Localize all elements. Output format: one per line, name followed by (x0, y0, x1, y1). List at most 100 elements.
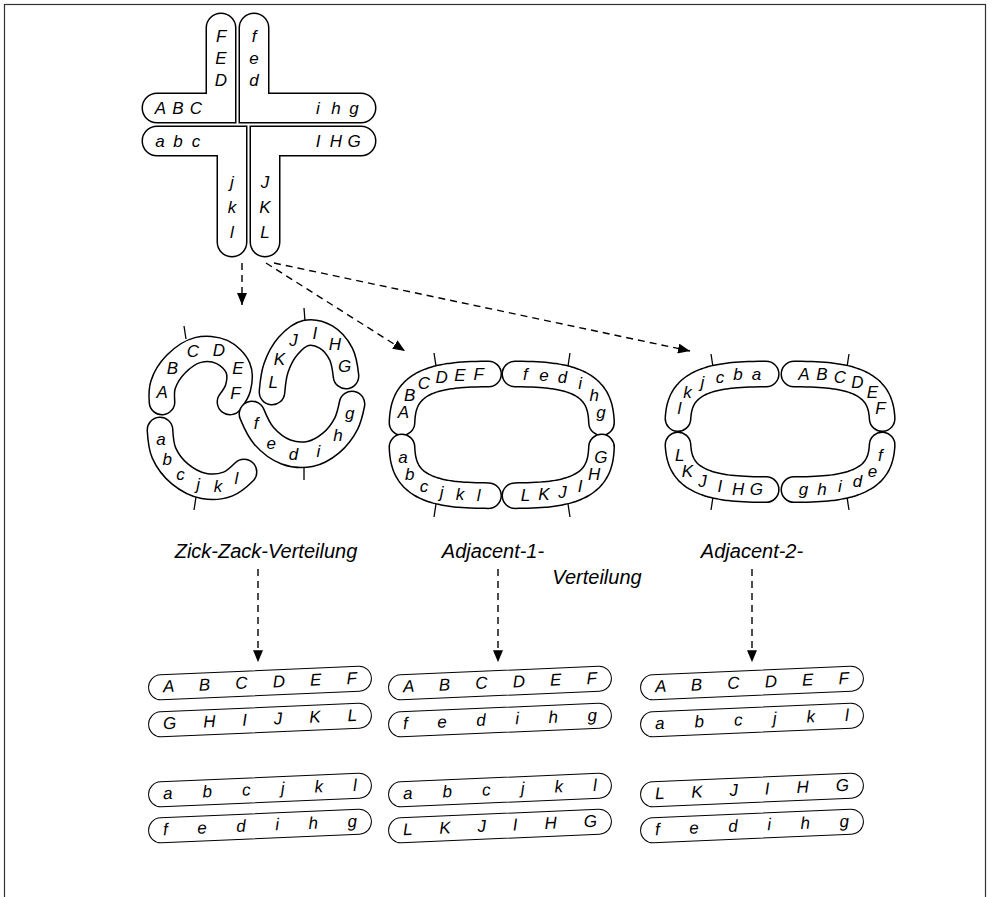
gene-letter: C (190, 99, 202, 118)
gene-letter: e (249, 49, 258, 68)
gene-sequence: A B C D E F (152, 340, 248, 360)
gene-letter: F (473, 365, 483, 384)
gene-letter: A (155, 99, 166, 118)
gene-sequence: L K J I H G (389, 810, 612, 842)
gene-letter: g (799, 480, 808, 499)
centromere-tick (184, 326, 186, 339)
gene-sequence: I H G (308, 130, 364, 150)
gamete-chromosome: G H I J K L (148, 702, 373, 738)
gene-letter: g (345, 404, 354, 423)
dashed-arrow (257, 569, 258, 662)
gene-sequence: l k j c b a (669, 363, 766, 383)
gene-letter: h (817, 480, 826, 499)
gene-letter: k (456, 485, 465, 504)
gene-letter: a (752, 365, 761, 384)
segregation-configuration: A B C D E Ff e d i h ga b c j k lL K J I… (384, 354, 620, 566)
chromosome-segment: a b cj k l (139, 123, 250, 260)
gene-letter: d (289, 445, 298, 464)
chromosome-segment: l k j c b a (662, 358, 782, 435)
gene-letter: c (420, 477, 429, 496)
gene-letter: b (405, 465, 414, 484)
gene-letter: l (477, 486, 481, 505)
chromosome-body (157, 141, 232, 242)
chromosome-body (402, 447, 488, 496)
gene-sequence: L K J I H G (641, 774, 864, 806)
dashed-arrow (751, 569, 752, 662)
gene-letter: F (230, 384, 240, 403)
gamete-chromosome: A B C D E F (388, 665, 613, 701)
gene-letter: h (590, 386, 599, 405)
gene-sequence: A B C D E F (389, 667, 612, 699)
configuration-label: Adjacent-2- (701, 540, 803, 563)
gene-letter: E (454, 366, 465, 385)
chromosome-outline (386, 431, 504, 512)
gene-letter: L (521, 486, 530, 505)
gene-letter: b (733, 365, 742, 384)
gene-letter: c (716, 368, 725, 387)
gene-sequence: j k l (222, 171, 242, 211)
gene-letter: C (187, 342, 199, 361)
gene-letter: j (701, 373, 705, 392)
gene-letter: g (596, 403, 605, 422)
chromosome-border (254, 28, 361, 108)
gene-letter: l (230, 223, 234, 242)
centromere-ticks (184, 308, 849, 517)
gene-letter: H (588, 465, 600, 484)
gene-letter: a (156, 430, 165, 449)
gamete-chromosome: A B C D E F (148, 665, 373, 701)
gene-letter: h (331, 99, 340, 118)
gene-letter: c (192, 132, 201, 151)
gene-sequence: f e d i h g (515, 363, 611, 383)
gene-sequence: J K L (255, 171, 275, 231)
gene-letter: L (269, 373, 278, 392)
centromere-tick (303, 467, 304, 480)
gene-letter: F (875, 399, 885, 418)
gene-letter: k (683, 383, 692, 402)
gene-sequence: L K J I H G (263, 322, 354, 342)
gene-letter: H (732, 480, 744, 499)
chromosome-segment: A B C D E F (778, 358, 898, 435)
chromosome-segment: A B C D E F (386, 358, 504, 439)
centromere-tick (434, 353, 436, 366)
gene-letter: i (316, 442, 320, 461)
gene-letter: b (162, 450, 171, 469)
gene-letter: I (718, 477, 723, 496)
gene-letter: f (523, 365, 528, 384)
gene-sequence: f e d i h g (389, 704, 612, 736)
centromere-tick (568, 504, 570, 517)
gene-letter: K (682, 462, 693, 481)
gene-sequence: a b c j k l (149, 774, 372, 806)
gene-letter: L (675, 446, 684, 465)
gene-letter: d (853, 472, 862, 491)
gene-letter: B (172, 99, 183, 118)
gene-letter: E (215, 49, 226, 68)
gene-letter: l (678, 399, 682, 418)
chromosome-segment: f e d i h g (236, 388, 368, 470)
gene-letter: G (338, 357, 351, 376)
gene-letter: J (289, 331, 298, 350)
gene-letter: j (196, 475, 200, 494)
chromosome-outline (778, 429, 898, 506)
gene-letter: I (313, 324, 318, 343)
gene-letter: J (698, 472, 707, 491)
gene-letter: F (216, 27, 226, 46)
gene-letter: L (260, 223, 269, 242)
dashed-arrow (241, 263, 242, 305)
gene-letter: K (538, 485, 549, 504)
chromosome-segment: L K J I H G (499, 431, 617, 512)
gene-letter: D (435, 368, 447, 387)
gene-sequence: a b c j k l (641, 704, 864, 736)
chromosome-segment: L K J I H G (662, 429, 782, 506)
gene-letter: I (316, 132, 321, 151)
gene-letter: H (329, 335, 341, 354)
gamete-chromosome: a b c j k l (640, 702, 865, 738)
gene-letter: H (330, 132, 342, 151)
gene-sequence: A B C (150, 97, 206, 117)
gene-letter: A (798, 365, 809, 384)
chromosome-border (272, 333, 346, 392)
chromosome-outline (662, 429, 782, 506)
chromosome-border (252, 404, 352, 455)
gene-sequence: g h i d e f (794, 444, 891, 464)
gene-sequence: A B C D E F (794, 363, 891, 383)
